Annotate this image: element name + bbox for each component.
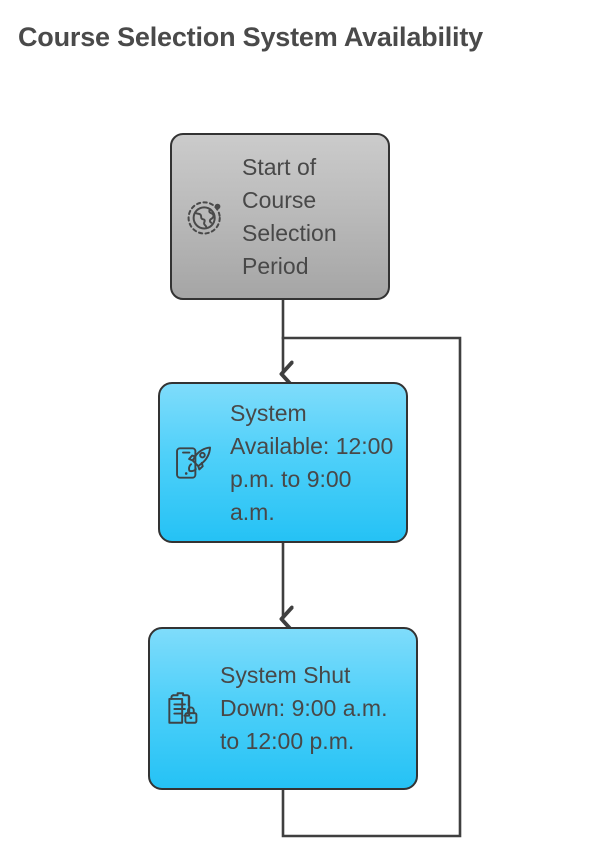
node-start[interactable]: Start of Course Selection Period <box>170 133 390 300</box>
globe-orbit-icon <box>182 193 230 241</box>
node-system-available-label: System Available: 12:00 p.m. to 9:00 a.m… <box>230 399 394 525</box>
node-system-shutdown[interactable]: System Shut Down: 9:00 a.m. to 12:00 p.m… <box>148 627 418 790</box>
clipboard-lock-icon <box>160 685 208 733</box>
phone-rocket-icon <box>170 439 218 487</box>
node-system-available[interactable]: System Available: 12:00 p.m. to 9:00 a.m… <box>158 382 408 543</box>
node-start-label: Start of Course Selection Period <box>242 153 337 279</box>
node-system-shutdown-label: System Shut Down: 9:00 a.m. to 12:00 p.m… <box>220 662 388 754</box>
page-title: Course Selection System Availability <box>18 22 483 52</box>
